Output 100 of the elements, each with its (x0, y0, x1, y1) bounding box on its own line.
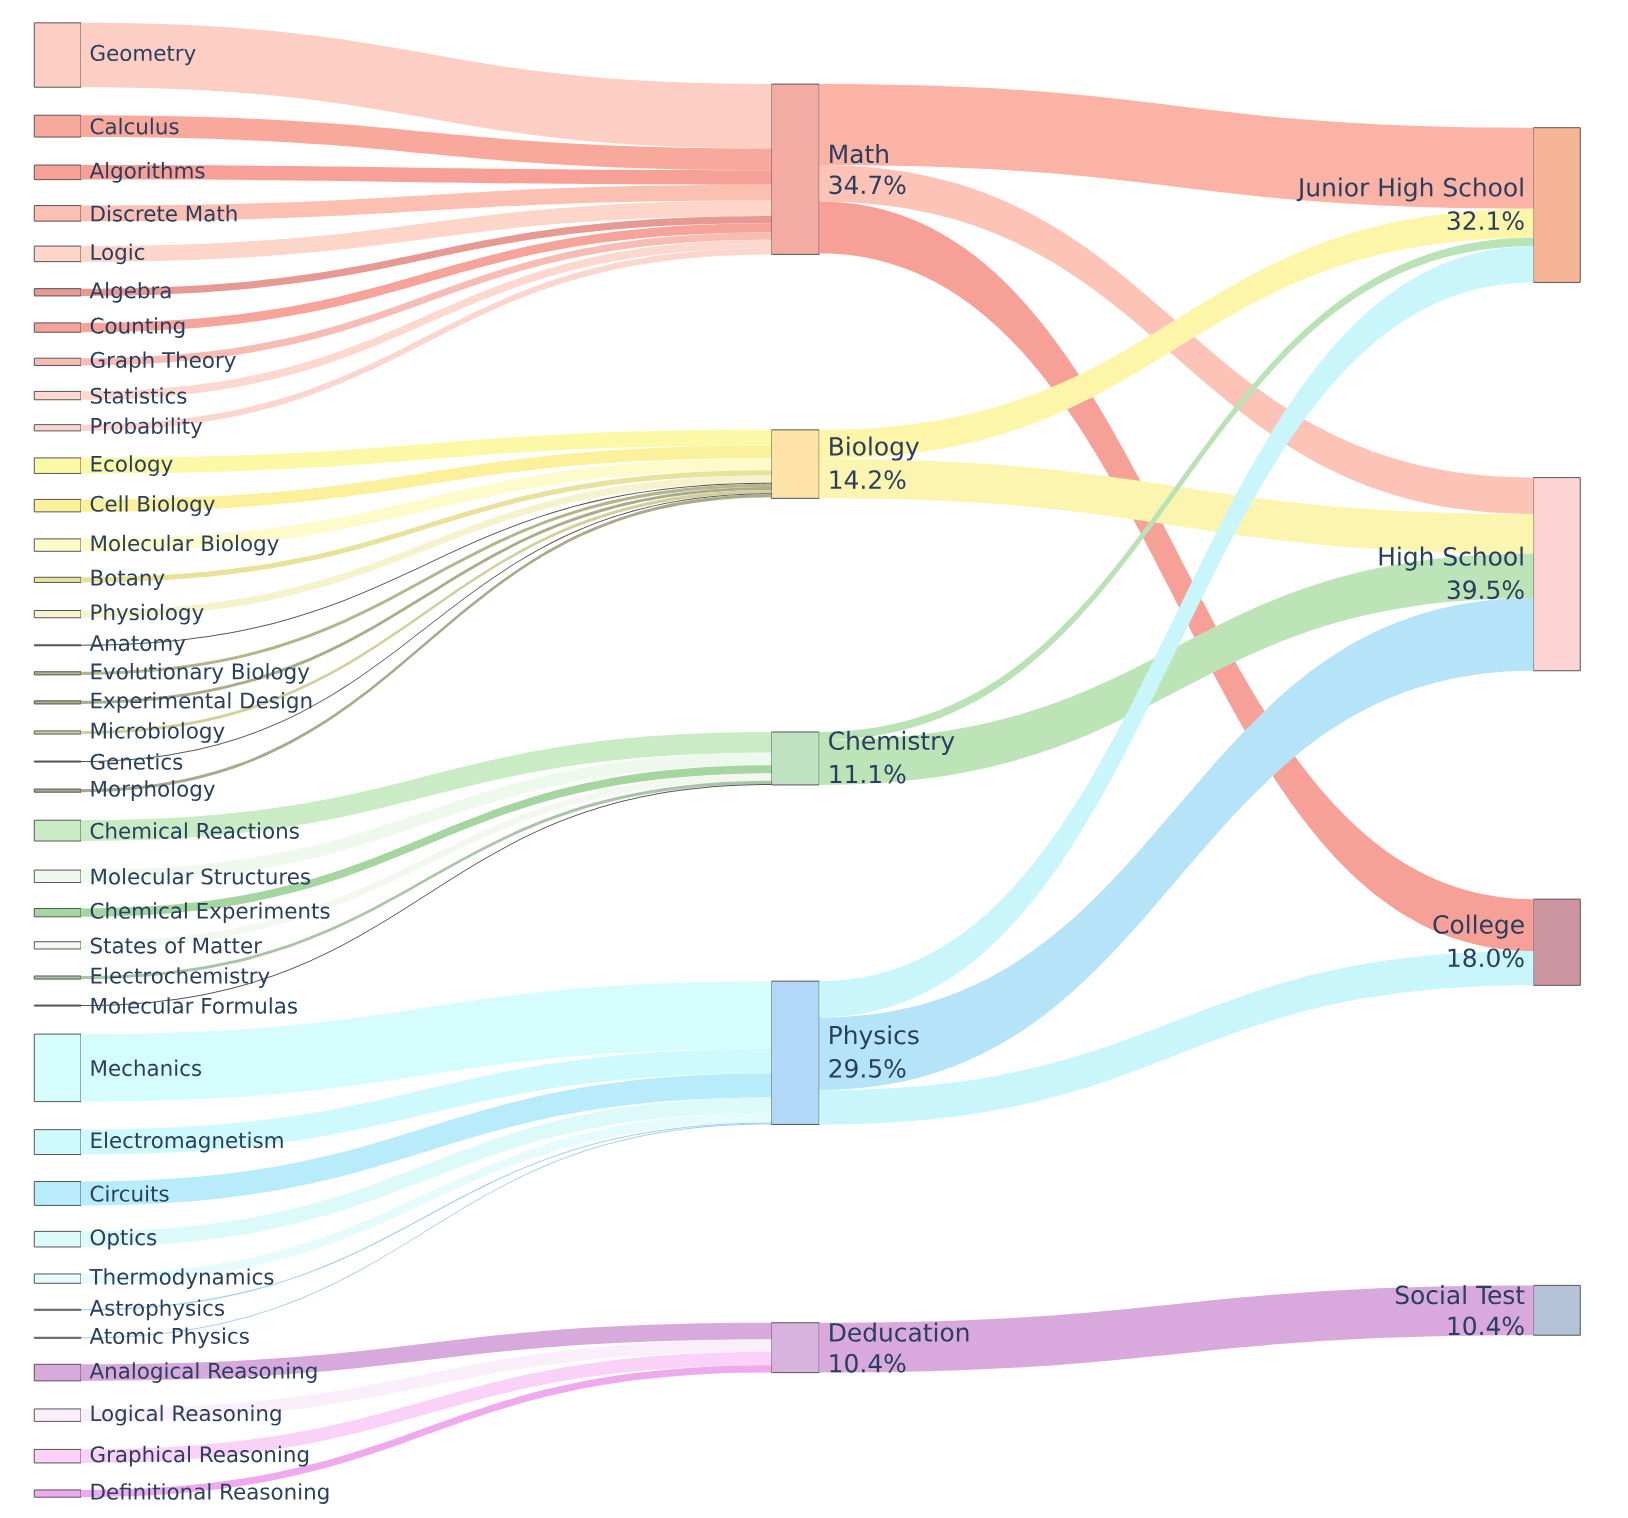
node-label: College (1433, 914, 1524, 939)
node-bar (770, 429, 820, 499)
node-label: Calculus (90, 117, 179, 135)
node-label: Circuits (90, 1185, 169, 1202)
percentage-label: 11.1% (830, 764, 906, 784)
node-label: Algorithms (89, 162, 205, 183)
flow-band (81, 445, 772, 512)
flow-band (81, 752, 772, 883)
node-bar (33, 288, 82, 297)
percentage-label: 14.2% (830, 470, 906, 490)
flow-band (81, 232, 772, 366)
node-bar (33, 205, 82, 222)
node-label: Molecular Biology (91, 534, 279, 556)
node-bar (33, 1273, 82, 1284)
node-bar (770, 83, 820, 255)
node-label: Electrochemistry (91, 967, 270, 988)
node-label: High School (1379, 546, 1523, 571)
node-bar (33, 322, 82, 333)
node-label: Experimental Design (91, 692, 312, 713)
node-label: Astrophysics (89, 1299, 224, 1321)
node-label: Logic (91, 243, 145, 265)
node-label: Statistics (90, 387, 187, 404)
node-label: Atomic Physics (89, 1327, 249, 1349)
node-bar (33, 788, 82, 793)
percentage-label: 29.5% (829, 1059, 906, 1078)
node-label: Chemical Reactions (90, 822, 299, 839)
node-bar (33, 1336, 82, 1339)
node-bar (33, 1230, 82, 1248)
node-label: Geometry (90, 44, 196, 66)
percentage-label: 10.4% (830, 1353, 906, 1373)
flow-band (81, 1097, 772, 1247)
node-label: Morphology (91, 780, 215, 802)
flow-band (81, 1339, 772, 1422)
node-bar (33, 1408, 82, 1422)
flow-band (81, 184, 772, 222)
node-label: Electromagnetism (91, 1131, 283, 1153)
node-label: Microbiology (91, 722, 225, 743)
node-label: Ecology (91, 455, 173, 477)
node-bar (33, 869, 82, 884)
node-bar (770, 731, 820, 786)
node-bar (33, 975, 82, 980)
node-bar (33, 22, 82, 88)
node-bar (33, 498, 82, 513)
node-label: Botany (91, 569, 165, 590)
node-label: Molecular Structures (91, 868, 310, 885)
percentage-label: 34.7% (829, 175, 906, 195)
node-label: Counting (90, 317, 185, 338)
node-label: Anatomy (89, 635, 186, 656)
node-bar (33, 671, 82, 676)
node-bar (33, 941, 82, 950)
node-bar (33, 357, 82, 366)
node-bar (33, 908, 82, 918)
flow-band (819, 598, 1534, 1091)
node-bar (33, 644, 82, 647)
flow-band (81, 457, 772, 552)
node-label: States of Matter (90, 937, 262, 954)
percentage-label: 39.5% (1447, 580, 1524, 600)
percentage-label: 10.4% (1448, 1316, 1524, 1336)
flow-band (81, 773, 772, 949)
flow-band (81, 981, 772, 1102)
flow-band (81, 470, 772, 583)
node-bar (33, 819, 82, 842)
node-bar (33, 457, 82, 474)
node-bar (770, 1322, 820, 1374)
node-label: Graphical Reasoning (90, 1445, 309, 1467)
node-bar (1533, 477, 1581, 672)
node-bar (33, 1004, 82, 1007)
flow-band (819, 237, 1534, 741)
node-label: Definitional Reasoning (91, 1483, 329, 1504)
node-bar (33, 1181, 82, 1206)
flow-band (81, 1048, 772, 1155)
node-label: Thermodynamics (89, 1268, 274, 1290)
node-label: Social Test (1395, 1285, 1525, 1305)
node-label: Deducation (830, 1322, 969, 1342)
flow-band (81, 482, 772, 646)
node-bar (33, 760, 82, 763)
node-bar (33, 576, 82, 583)
flow-band (81, 239, 772, 400)
node-bar (33, 610, 82, 619)
flow-band (81, 223, 772, 333)
flow-band (81, 1073, 772, 1206)
node-label: Mechanics (91, 1059, 202, 1077)
flow-band (819, 165, 1534, 514)
node-bar (1533, 1284, 1581, 1336)
node-bar (33, 1489, 82, 1498)
flow-band (81, 165, 772, 185)
flow-band (81, 248, 772, 431)
node-label: Cell Biology (90, 495, 215, 517)
flow-band (81, 22, 772, 149)
node-bar (33, 245, 82, 263)
flow-band (81, 216, 772, 296)
flow-band (81, 429, 772, 474)
flow-band (81, 1351, 772, 1463)
flow-band (819, 208, 1534, 459)
node-label: Biology (830, 436, 919, 461)
node-label: Chemistry (829, 730, 955, 755)
node-label: Junior High School (1296, 177, 1523, 202)
flow-band (81, 765, 772, 917)
node-label: Graph Theory (90, 351, 236, 373)
node-bar (33, 424, 82, 432)
